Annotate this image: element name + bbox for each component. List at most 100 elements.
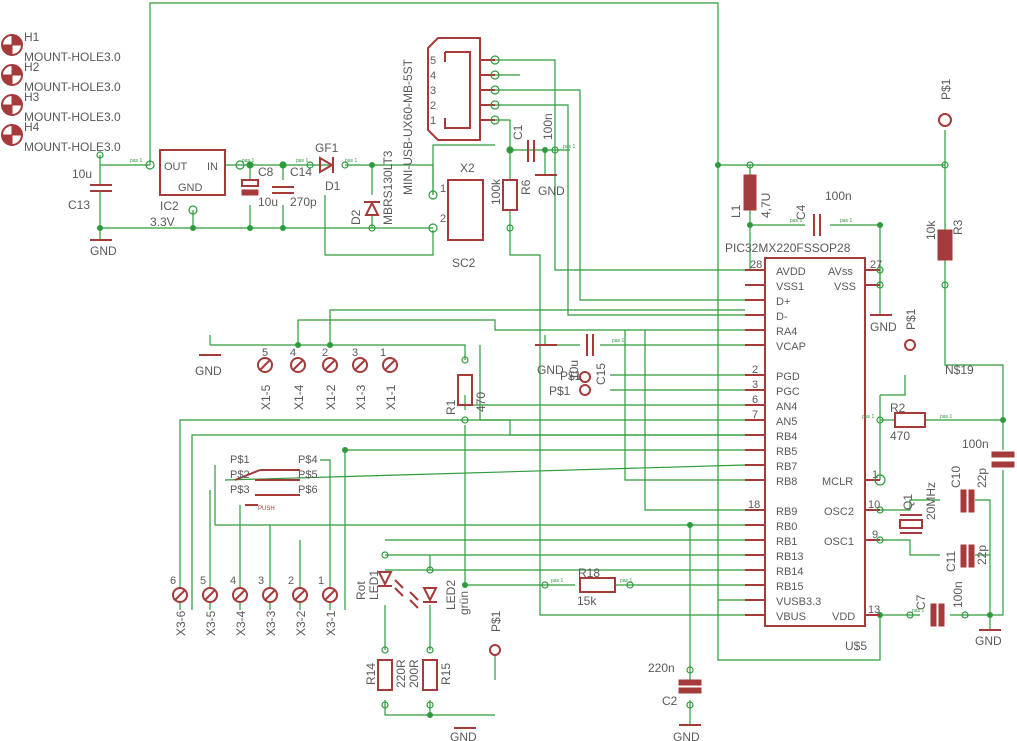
inductor-l1[interactable]: L1 4,7U (729, 174, 773, 218)
usb-connector[interactable]: 5 4 3 2 1 MINI-USB-UX60-MB-5ST (401, 37, 500, 195)
x3-pin-2-num: 2 (288, 575, 294, 587)
pin-ra4: RA4 (776, 326, 797, 338)
capacitor-c15[interactable]: C15 10u (567, 334, 608, 385)
r6-ref: R6 (519, 179, 533, 195)
x1-pin-3[interactable]: 3 X1-3 (352, 347, 368, 410)
capacitor-c2[interactable]: 220n C2 (648, 661, 702, 708)
testpoints-pgd-pgc[interactable]: P$1 P$1 (549, 369, 591, 398)
pin-rb4: RB4 (776, 431, 797, 443)
gnd-label-1: GND (90, 244, 117, 258)
r2-ref: R2 (890, 401, 906, 415)
crystal-q1[interactable]: Q1 20MHz (899, 482, 938, 534)
c4-value: 100n (825, 189, 852, 203)
usb-pin-3: 3 (430, 85, 436, 97)
x3-pin-5[interactable]: 5 X3-5 (200, 575, 218, 636)
resistor-r6[interactable]: 100k R6 (489, 178, 533, 211)
connector-x1[interactable]: 5 X1-5 4 X1-4 2 X1-2 3 X1-3 1 X1-1 (257, 347, 398, 410)
resistor-r1[interactable]: R1 470 (444, 374, 488, 415)
connector-x3[interactable]: 6 X3-6 5 X3-5 4 X3-4 3 X3-3 2 X3-2 1 X3-… (170, 575, 338, 636)
x1-pin-2[interactable]: 2 X1-2 (322, 347, 338, 410)
x3-pin-2-label: X3-2 (294, 610, 308, 636)
resistor-r3[interactable]: 10k R3 (924, 219, 965, 261)
capacitor-c4[interactable]: C4 100n (794, 189, 852, 236)
pin-num-27: 27 (870, 259, 882, 271)
push-pad-1: P$1 (230, 454, 250, 466)
x1-pin-2-label: X1-2 (324, 384, 338, 410)
testpoint-led-label: P$1 (489, 610, 503, 632)
pin-num-7: 7 (752, 409, 758, 421)
gnd-label-7: GND (450, 730, 477, 741)
x2-pin-2: 2 (440, 213, 446, 225)
push-pad-5: P$5 (298, 469, 318, 481)
h2-ref: H2 (24, 60, 40, 74)
pin-vss: VSS (834, 281, 856, 293)
c10-value: 22p (975, 468, 989, 488)
mount-hole-h4[interactable]: H4 MOUNT-HOLE3.0 (1, 120, 121, 154)
resistor-r15[interactable]: 200R R15 (407, 659, 453, 691)
q1-ref: Q1 (901, 494, 915, 510)
x1-pin-4[interactable]: 4 X1-4 (290, 347, 306, 410)
x1-pin-1[interactable]: 1 X1-1 (380, 347, 398, 410)
mount-hole-h1[interactable]: H1 MOUNT-HOLE3.0 (1, 30, 121, 64)
gf1-ref: GF1 (315, 141, 339, 155)
x3-pin-4[interactable]: 4 X3-4 (230, 575, 248, 636)
capacitor-c10[interactable]: C10 22p (949, 466, 989, 513)
pad-label-8: pas 1 (612, 338, 624, 344)
capacitor-c11[interactable]: C11 22p (944, 544, 989, 572)
regulator-ic2[interactable]: OUT IN GND IC2 3.3V (145, 149, 245, 229)
resistor-r14[interactable]: R14 220R (364, 659, 408, 691)
pin-vusb33: VUSB3.3 (776, 596, 821, 608)
connector-x2[interactable]: 1 2 X2 SC2 (428, 161, 484, 270)
x2-ref: X2 (460, 161, 475, 175)
x1-pin-5-label: X1-5 (259, 384, 273, 410)
pad-label-13: pas 1 (912, 608, 924, 614)
r15-value: 200R (407, 659, 421, 688)
c2-ref: C2 (662, 694, 678, 708)
resistor-r2[interactable]: R2 470 (890, 401, 926, 443)
pin-pgc: PGC (776, 386, 800, 398)
pin-num-1: 1 (872, 469, 878, 481)
junctions (97, 147, 1006, 718)
resistor-r18[interactable]: R18 15k (577, 566, 616, 608)
gnd-symbol-led: GND (450, 727, 477, 741)
c1-ref: C1 (511, 124, 525, 140)
r3-value: 10k (924, 220, 938, 240)
capacitor-c13[interactable]: 10u C13 (68, 151, 112, 212)
ic2-in-pin: IN (207, 161, 218, 173)
pin-avss: AVss (828, 266, 853, 278)
x3-pin-3[interactable]: 3 X3-3 (258, 575, 278, 636)
push-switch[interactable]: P$1 P$2 P$3 P$4 P$5 P$6 PUSH (230, 454, 318, 512)
mcu-value: PIC32MX220FSSOP28 (725, 241, 851, 255)
capacitor-mclr[interactable]: 100n (962, 437, 1015, 468)
x3-pin-6[interactable]: 6 X3-6 (170, 575, 188, 636)
led-led1[interactable]: Rot LED1 (354, 570, 404, 600)
usb-pin-5: 5 (430, 55, 436, 67)
capacitor-c7[interactable]: C7 100n (914, 581, 965, 627)
capacitor-c14[interactable]: C14 270p (272, 165, 317, 209)
gnd-label-3: GND (870, 320, 897, 334)
capacitor-c1[interactable]: C1 100n (511, 113, 555, 162)
testpoint-mclr[interactable]: P$1 (904, 308, 918, 351)
x1-pin-5[interactable]: 5 X1-5 (257, 347, 273, 410)
pin-pgd: PGD (776, 371, 800, 383)
testpoint-top[interactable]: P$1 (938, 78, 953, 127)
testpoint-led[interactable]: P$1 (489, 610, 503, 656)
testpoint-mclr-label: P$1 (904, 308, 918, 330)
x3-pin-1[interactable]: 1 X3-1 (318, 575, 338, 636)
diode-d2[interactable]: D2 MBRS130LT3 (349, 150, 395, 225)
testpoint-pgd-label: P$1 (560, 369, 582, 383)
diode-d1[interactable]: GF1 D1 (315, 141, 341, 193)
led-led2[interactable]: LED2 grün (409, 580, 471, 615)
capacitor-c8[interactable]: C8 10u (241, 165, 278, 209)
usb-pin-1: 1 (430, 115, 436, 127)
pin-osc2: OSC2 (824, 506, 854, 518)
mount-hole-h2[interactable]: H2 MOUNT-HOLE3.0 (1, 60, 121, 94)
gnd-label-2: GND (538, 184, 565, 198)
x3-pin-2[interactable]: 2 X3-2 (288, 575, 308, 636)
x3-pin-4-label: X3-4 (234, 610, 248, 636)
push-pad-6: P$6 (298, 484, 318, 496)
led1-color: Rot (354, 581, 368, 600)
c8-value: 10u (258, 195, 278, 209)
mount-hole-h3[interactable]: H3 MOUNT-HOLE3.0 (1, 90, 121, 124)
